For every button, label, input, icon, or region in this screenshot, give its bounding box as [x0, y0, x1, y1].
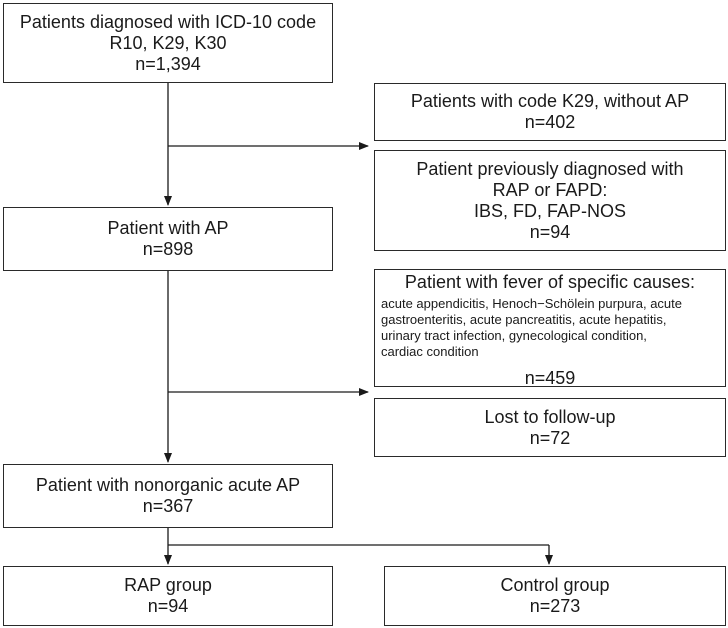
control-group-box: Control group n=273	[384, 566, 726, 626]
k29-without-ap-box: Patients with code K29, without AP n=402	[374, 83, 726, 141]
lost-follow-up-box: Lost to follow-up n=72	[374, 398, 726, 457]
lost-count: n=72	[529, 427, 571, 448]
fever-count: n=459	[524, 368, 576, 388]
lost-line1: Lost to follow-up	[484, 406, 616, 427]
nonorganic-line1: Patient with nonorganic acute AP	[35, 475, 301, 495]
fever-details: acute appendicitis, Henoch−Schölein purp…	[375, 296, 682, 360]
rap-group-line1: RAP group	[124, 575, 212, 595]
fever-title: Patient with fever of specific causes:	[404, 272, 696, 292]
nonorganic-count: n=367	[142, 496, 194, 516]
fever-detail-line: acute appendicitis, Henoch−Schölein purp…	[381, 296, 683, 311]
previous-rap-fapd-box: Patient previously diagnosed with RAP or…	[374, 150, 726, 251]
rap-group-box: RAP group n=94	[3, 566, 333, 626]
with-ap-count: n=898	[142, 239, 194, 259]
control-group-line1: Control group	[500, 575, 610, 595]
diagnosed-box: Patients diagnosed with ICD-10 code R10,…	[3, 3, 333, 83]
previous-line3: IBS, FD, FAP-NOS	[473, 200, 627, 221]
fever-detail-line: gastroenteritis, acute pancreatitis, acu…	[381, 312, 667, 327]
fever-causes-box: Patient with fever of specific causes: a…	[374, 269, 726, 388]
nonorganic-box: Patient with nonorganic acute AP n=367	[3, 464, 333, 528]
diagnosed-line1: Patients diagnosed with ICD-10 code	[19, 11, 317, 32]
previous-line1: Patient previously diagnosed with	[416, 158, 684, 179]
k29-count: n=402	[524, 112, 576, 132]
previous-count: n=94	[529, 221, 571, 242]
diagnosed-count: n=1,394	[135, 53, 201, 74]
diagnosed-line2: R10, K29, K30	[109, 32, 227, 53]
fever-detail-line: urinary tract infection, gynecological c…	[381, 328, 647, 343]
rap-group-count: n=94	[147, 596, 189, 616]
fever-detail-line: cardiac condition	[381, 344, 479, 359]
with-ap-box: Patient with AP n=898	[3, 207, 333, 271]
previous-line2: RAP or FAPD:	[492, 179, 608, 200]
with-ap-line1: Patient with AP	[107, 218, 229, 238]
k29-line1: Patients with code K29, without AP	[410, 91, 690, 111]
control-group-count: n=273	[529, 596, 581, 616]
